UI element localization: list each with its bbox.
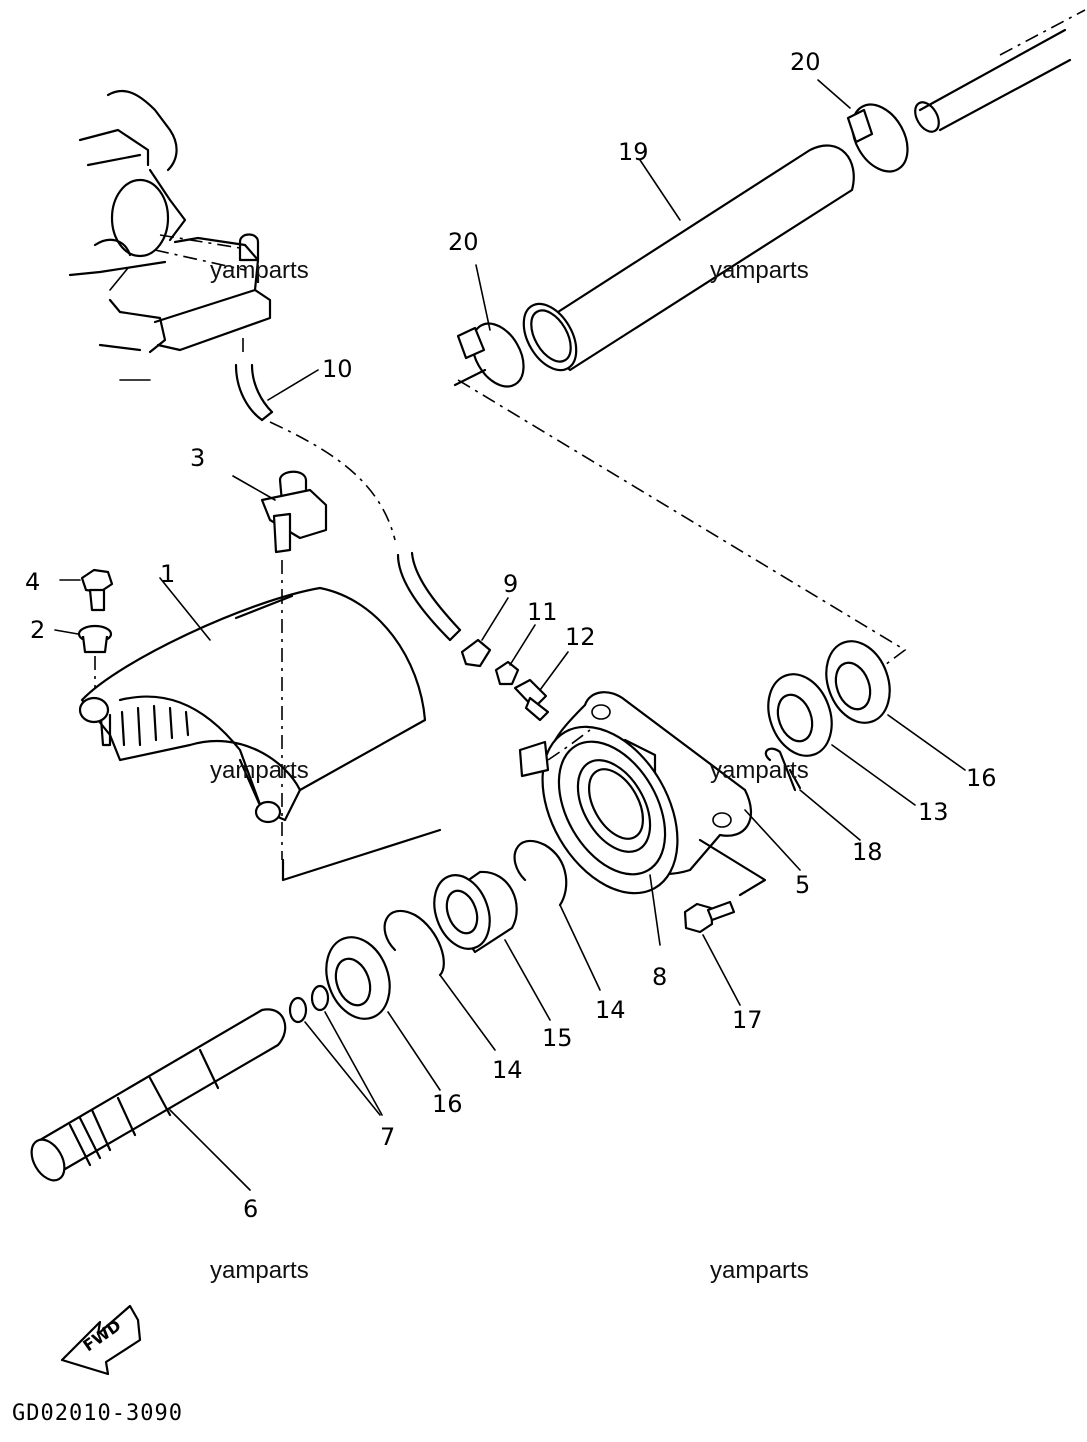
clip-5 <box>744 809 801 871</box>
callout-10: 10 <box>322 355 353 383</box>
callout-20-lower: 20 <box>448 228 479 256</box>
watermark-mid-left: yamparts <box>210 757 309 784</box>
seal-13 <box>767 673 916 806</box>
callout-7: 7 <box>380 1123 395 1151</box>
bearing-16-lower <box>325 936 441 1091</box>
collar-2 <box>54 624 113 700</box>
watermark-top-right: yamparts <box>710 257 809 284</box>
callout-2: 2 <box>30 616 45 644</box>
assembly-axis-line <box>457 379 907 666</box>
fwd-arrow-icon: FWD <box>60 1304 142 1376</box>
callout-8: 8 <box>652 963 667 991</box>
callout-18: 18 <box>852 838 883 866</box>
nut-11 <box>494 624 536 686</box>
diagram-code: GD02010-3090 <box>12 1401 183 1426</box>
clamp-20-lower <box>456 264 525 388</box>
callout-19: 19 <box>618 138 649 166</box>
callout-3: 3 <box>190 444 205 472</box>
nipple-9 <box>460 597 509 668</box>
callout-4: 4 <box>25 568 40 596</box>
bracket-bolt-3 <box>232 470 328 590</box>
bearing-housing-8 <box>518 691 753 946</box>
callout-15: 15 <box>542 1024 573 1052</box>
callout-14-lower: 14 <box>492 1056 523 1084</box>
callout-12: 12 <box>565 623 596 651</box>
seal-16-upper <box>825 640 966 771</box>
watermark-bottom-left: yamparts <box>210 1257 309 1284</box>
drive-shaft-6 <box>30 1008 287 1191</box>
callout-16-lower: 16 <box>432 1090 463 1118</box>
o-rings-7 <box>288 984 383 1116</box>
watermark-mid-right: yamparts <box>710 757 809 784</box>
callout-16-upper: 16 <box>966 764 997 792</box>
clamp-20-upper <box>817 79 909 173</box>
callout-17: 17 <box>732 1006 763 1034</box>
clip-18 <box>764 747 861 841</box>
callout-5: 5 <box>795 871 810 899</box>
watermark-bottom-right: yamparts <box>710 1257 809 1284</box>
hose-10 <box>234 338 462 642</box>
callout-14-upper: 14 <box>595 996 626 1024</box>
snap-ring-14-lower <box>383 909 496 1051</box>
clamp-tab-line <box>453 368 487 387</box>
engine-fragment <box>68 89 272 381</box>
callout-11: 11 <box>527 598 558 626</box>
cover-1 <box>78 577 442 882</box>
tube-19 <box>522 144 855 372</box>
callout-20-upper: 20 <box>790 48 821 76</box>
snap-ring-14-upper <box>513 839 601 991</box>
bolt-4 <box>59 568 114 612</box>
callout-6: 6 <box>243 1195 258 1223</box>
callout-9: 9 <box>503 570 518 598</box>
callout-1: 1 <box>160 560 175 588</box>
fitting-12 <box>513 651 569 722</box>
callout-13: 13 <box>918 798 949 826</box>
bolt-17 <box>683 838 767 1006</box>
shaft-end-upper-right <box>914 9 1086 133</box>
watermark-top-left: yamparts <box>210 257 309 284</box>
bearing-15 <box>433 870 551 1021</box>
